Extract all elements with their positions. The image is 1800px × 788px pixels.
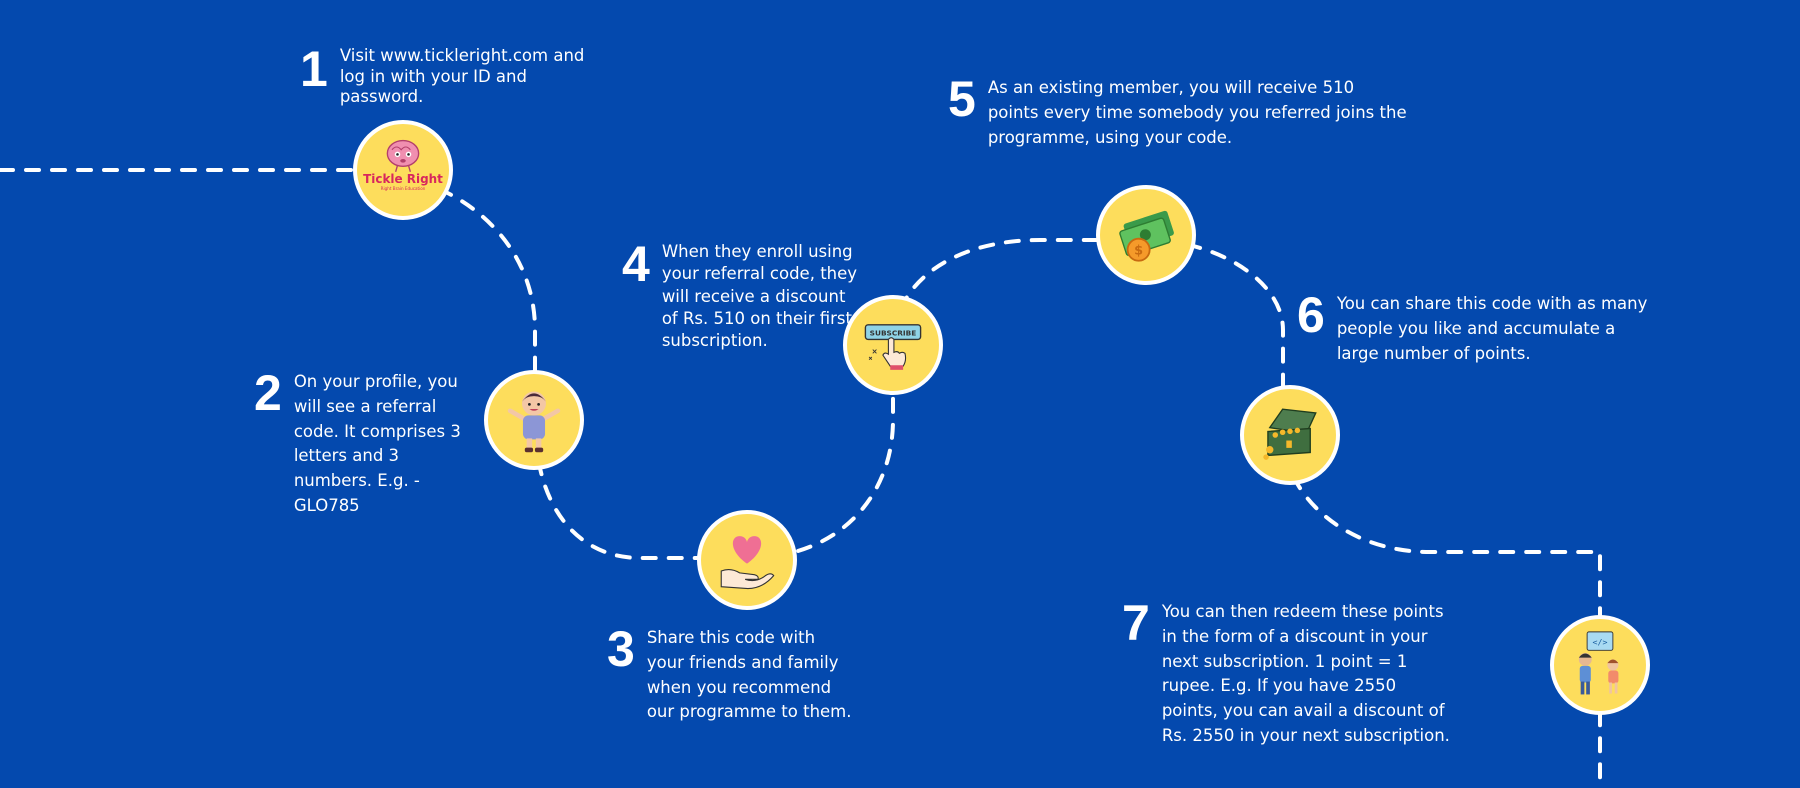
step-number: 6 [1297,287,1325,343]
step-5: 5 As an existing member, you will receiv… [948,71,1418,150]
coding-kids-icon: </> [1578,631,1619,695]
step-1-circle: Tickle Right Right Brain Education [353,120,453,220]
step-text: When they enroll using your referral cod… [661,242,858,351]
subscribe-click-icon: SUBSCRIBE [864,324,922,370]
step-2-circle [484,370,584,470]
tickle-right-logo-icon: Tickle Right Right Brain Education [363,139,443,191]
step-text: Share this code with your friends and fa… [646,628,852,722]
step-3-circle [697,510,797,610]
step-text: Visit www.tickleright.com and log in wit… [339,46,585,107]
step-number: 1 [300,41,328,97]
step-number: 5 [948,71,976,127]
step-3: 3 Share this code with your friends and … [607,621,867,725]
step-text: On your profile, you will see a referral… [293,372,461,515]
step-number: 4 [622,236,650,292]
svg-text:$: $ [1134,243,1143,258]
step-2: 2 On your profile, you will see a referr… [254,365,474,519]
money-coin-icon: $ [1119,210,1174,262]
step-text: You can share this code with as many peo… [1336,294,1648,363]
step-number: 3 [607,621,635,677]
child-icon [507,391,561,453]
step-7-circle: </> [1550,615,1650,715]
logo-tagline: Right Brain Education [381,186,426,191]
step-number: 2 [254,365,282,421]
step-7: 7 You can then redeem these points in th… [1122,595,1462,749]
subscribe-text: SUBSCRIBE [870,328,917,337]
step-5-circle: $ [1096,185,1196,285]
step-6: 6 You can share this code with as many p… [1297,287,1677,366]
step-number: 7 [1122,595,1150,651]
step-text: As an existing member, you will receive … [987,78,1407,147]
step-4-circle: SUBSCRIBE [843,295,943,395]
step-1: 1 Visit www.tickleright.com and log in w… [300,41,600,108]
step-text: You can then redeem these points in the … [1161,602,1450,745]
svg-text:</>: </> [1593,637,1608,647]
step-6-circle [1240,385,1340,485]
step-4: 4 When they enroll using your referral c… [622,236,872,352]
treasure-chest-icon [1263,408,1317,460]
heart-in-hand-icon [720,536,775,590]
logo-name: Tickle Right [363,172,443,186]
